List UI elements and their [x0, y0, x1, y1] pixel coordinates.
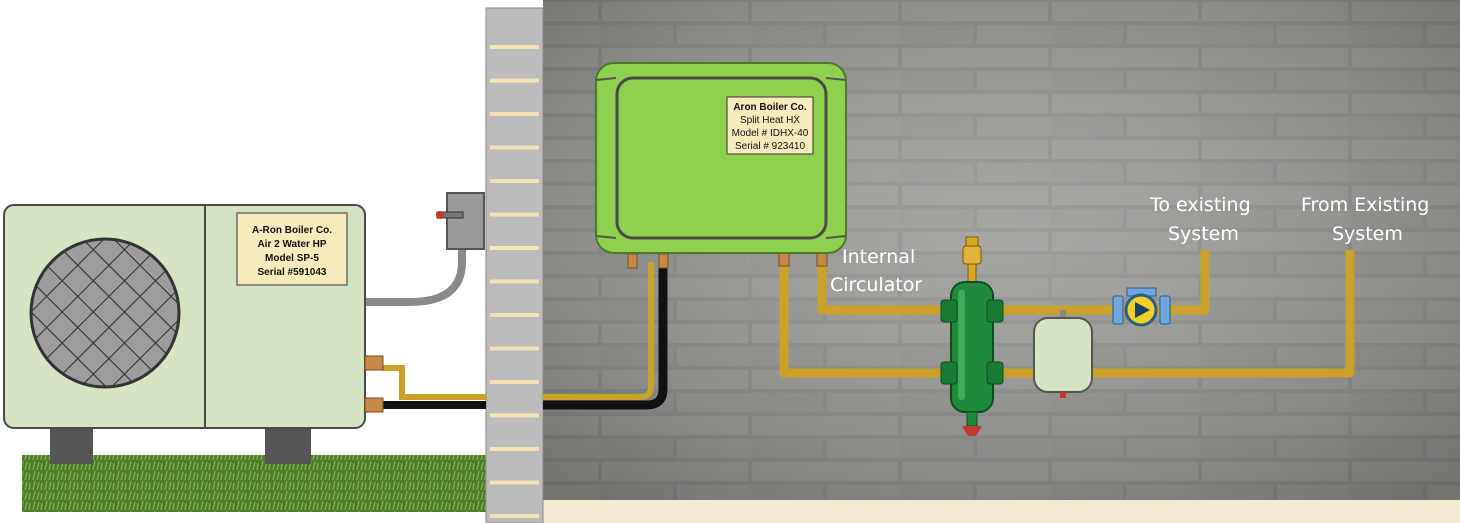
- wall-stripe: [490, 413, 539, 418]
- hp-nameplate-line3: Model SP-5: [265, 253, 319, 264]
- from-existing-label-line1: From Existing: [1301, 194, 1429, 216]
- from-existing-label-line2: System: [1332, 223, 1403, 245]
- wall-stripe: [490, 313, 539, 317]
- wall-stripe: [490, 246, 539, 250]
- electrical-disconnect: [361, 192, 485, 306]
- hp-nameplate-line4: Serial #591043: [258, 267, 327, 278]
- circulator-pump: [1112, 287, 1171, 327]
- wall-stripe: [490, 145, 539, 150]
- hx-nameplate-line3: Model # IDHX-40: [732, 128, 809, 139]
- hx-nameplate-line1: Aron Boiler Co.: [733, 102, 807, 113]
- heat-exchanger-unit: Aron Boiler Co. Split Heat HX Model # ID…: [595, 62, 847, 254]
- refrigerant-lines: [382, 253, 669, 410]
- hx-nameplate-line4: Serial # 923410: [735, 141, 805, 152]
- wall-stripe: [490, 112, 539, 116]
- to-existing-label-line1: To existing: [1149, 194, 1251, 216]
- wall-stripe: [490, 447, 539, 451]
- grass: [22, 455, 486, 512]
- play-arrow-icon: [1135, 302, 1150, 318]
- wall-stripe: [490, 279, 539, 284]
- wall-stripe: [490, 480, 539, 485]
- hp-nameplate-line1: A-Ron Boiler Co.: [252, 225, 332, 236]
- hp-nameplate-line2: Air 2 Water HP: [257, 239, 326, 250]
- fan-grille-icon: [29, 237, 181, 389]
- wall-stripe: [490, 179, 539, 183]
- wall-stripe: [490, 212, 539, 217]
- heat-pump-unit: A-Ron Boiler Co. Air 2 Water HP Model SP…: [3, 204, 384, 464]
- wall-stripe: [490, 514, 539, 518]
- wall-stripe: [490, 380, 539, 384]
- hydraulic-separator: [940, 236, 1004, 436]
- diagram-labels: Internal Circulator To existing System F…: [830, 194, 1429, 296]
- wall-stripe: [490, 346, 539, 351]
- wall-stripe: [490, 78, 539, 83]
- expansion-tank: [1033, 310, 1093, 398]
- wall-stripe: [490, 45, 539, 49]
- hx-nameplate-line2: Split Heat HX: [740, 115, 800, 126]
- to-existing-label-line2: System: [1168, 223, 1239, 245]
- internal-circulator-label-line2: Circulator: [830, 274, 922, 296]
- internal-circulator-label-line1: Internal: [842, 246, 915, 268]
- wall-section: [485, 7, 544, 523]
